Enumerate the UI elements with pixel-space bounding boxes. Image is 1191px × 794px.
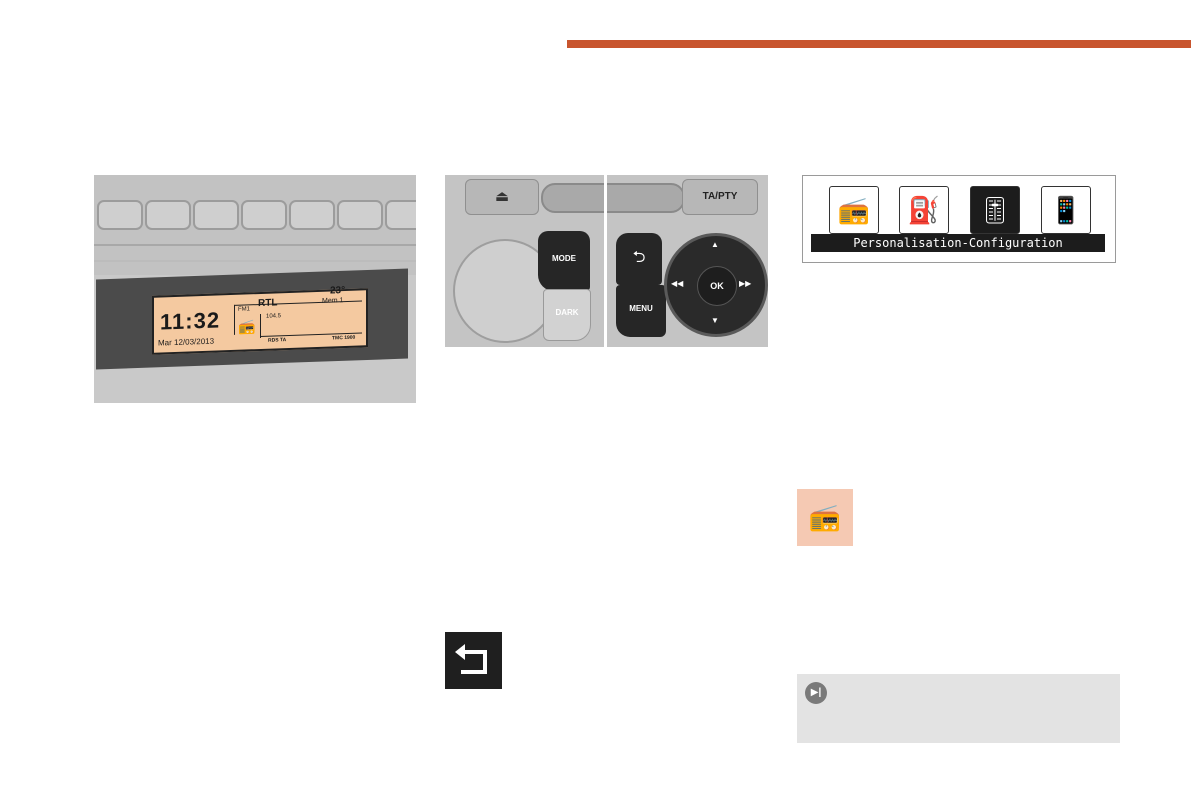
- eject-icon: ⏏: [494, 188, 510, 205]
- back-arrow-icon: [455, 644, 487, 674]
- mode-button[interactable]: MODE: [538, 231, 590, 291]
- display-temperature: 23°: [330, 285, 346, 297]
- screen-menu: 📻 ⛽ 🎚 📱 Personalisation-Configuration: [802, 175, 1116, 263]
- display-tmc: TMC 1900: [332, 334, 356, 342]
- telephone-icon[interactable]: 📱: [1041, 186, 1091, 234]
- menu-button[interactable]: MENU: [616, 285, 666, 337]
- controls-photo: ⏏ TA/PTY MODE DARK ⮌ MENU ▲ ▼ ◀◀ ▶▶ OK: [445, 175, 768, 347]
- audio-tile: 📻: [797, 489, 853, 546]
- radio-icon: 📻: [238, 318, 256, 335]
- ta-pty-button[interactable]: TA/PTY: [682, 179, 758, 215]
- up-arrow-icon[interactable]: ▲: [711, 240, 719, 249]
- display-memory: Mem 1: [322, 297, 344, 305]
- display-date: Mar 12/03/2013: [158, 336, 215, 348]
- cd-slot: [541, 183, 685, 213]
- audio-multimedia-icon[interactable]: 📻: [829, 186, 879, 234]
- lcd-separator: [234, 304, 235, 335]
- down-arrow-icon[interactable]: ▼: [711, 316, 719, 325]
- back-tile: [445, 632, 502, 689]
- note-box: ▶|: [797, 674, 1120, 743]
- settings-icon[interactable]: 🎚: [970, 186, 1020, 234]
- photo-divider: [604, 175, 607, 347]
- display-frequency: 104.5: [266, 313, 282, 320]
- audio-multimedia-icon: 📻: [808, 502, 842, 532]
- navigation-pad[interactable]: ▲ ▼ ◀◀ ▶▶ OK: [664, 233, 768, 337]
- eject-button[interactable]: ⏏: [465, 179, 539, 215]
- dark-button[interactable]: DARK: [543, 289, 591, 341]
- display-photo: 11:32 Mar 12/03/2013 RTL 23° Mem 1 FM1 1…: [94, 175, 416, 403]
- trip-computer-icon[interactable]: ⛽: [899, 186, 949, 234]
- ok-button[interactable]: OK: [697, 266, 737, 306]
- display-band: FM1: [238, 306, 250, 313]
- dashboard-vents: [94, 175, 416, 275]
- back-button[interactable]: ⮌: [616, 233, 662, 285]
- display-station: RTL: [258, 297, 278, 310]
- lcd-separator: [260, 313, 261, 338]
- previous-icon[interactable]: ◀◀: [671, 279, 684, 288]
- next-info-icon: ▶|: [805, 682, 827, 704]
- back-arrow-icon: ⮌: [632, 249, 646, 266]
- display-lcd: 11:32 Mar 12/03/2013 RTL 23° Mem 1 FM1 1…: [152, 285, 368, 355]
- next-icon[interactable]: ▶▶: [739, 279, 752, 288]
- header-accent-rule: [567, 40, 1191, 48]
- display-time: 11:32: [160, 307, 221, 335]
- display-rds: RDS TA: [268, 337, 287, 344]
- menu-selection-label: Personalisation-Configuration: [811, 234, 1105, 252]
